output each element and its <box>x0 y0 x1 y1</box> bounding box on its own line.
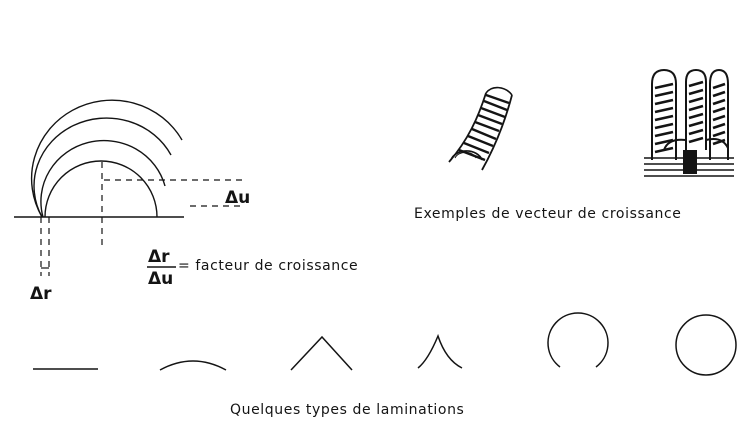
delta-u-label: Δu <box>225 188 250 208</box>
lamination-types-caption: Quelques types de laminations <box>230 402 464 418</box>
growth-arc-inner <box>45 161 157 217</box>
fraction-numerator: Δr <box>148 247 170 267</box>
growth-vector-example-curved <box>449 88 512 170</box>
growth-factor-label: = facteur de croissance <box>178 258 358 274</box>
lamination-cusped <box>418 336 462 368</box>
lamination-shallow-arc <box>160 361 226 370</box>
delta-r-label: Δr <box>30 284 52 304</box>
lamination-angular <box>291 337 352 370</box>
lamination-closed-circle <box>676 315 736 375</box>
growth-vector-example-columns <box>644 70 734 176</box>
fraction-denominator: Δu <box>148 269 173 289</box>
growth-vector-caption: Exemples de vecteur de croissance <box>414 206 682 222</box>
lamination-open-circle <box>548 313 608 367</box>
